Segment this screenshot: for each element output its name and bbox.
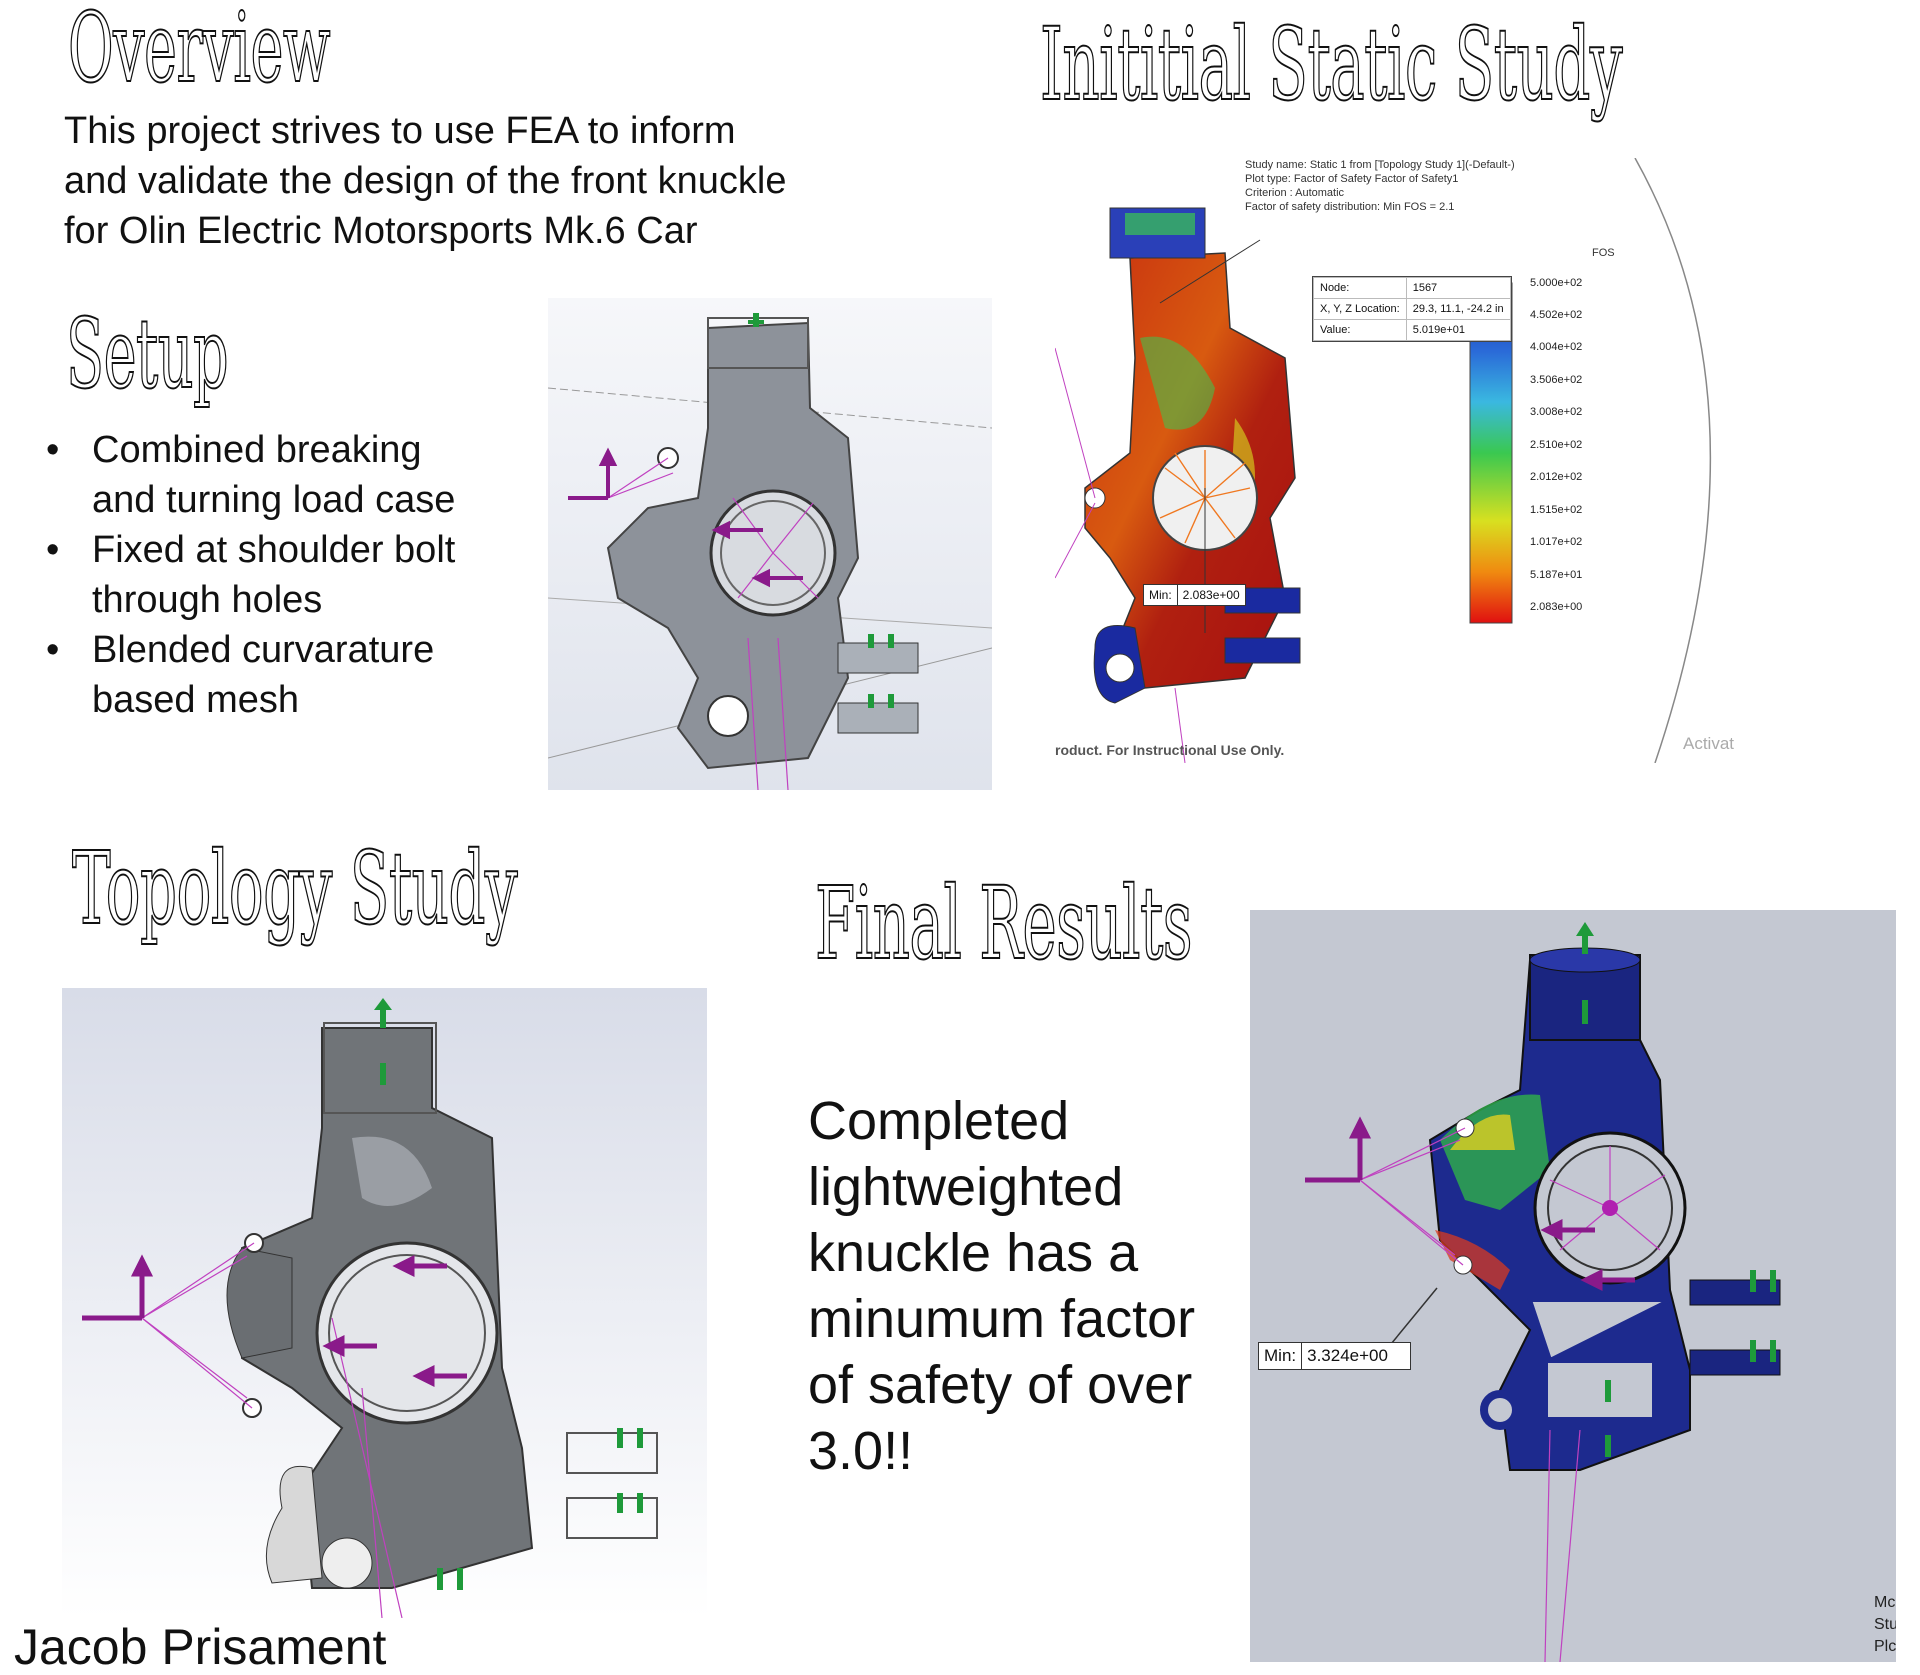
overview-line: This project strives to use FEA to infor… (64, 110, 736, 152)
final-fos-image: Min: 3.324e+00 Mc Stu Plc (1250, 910, 1896, 1662)
final-line: minumum factor (808, 1289, 1196, 1349)
study-info: Study name: Static 1 from [Topology Stud… (1245, 158, 1515, 214)
edge-text-line: Stu (1874, 1616, 1896, 1633)
edge-text-line: Mc (1874, 1594, 1896, 1611)
overview-line: for Olin Electric Motorsports Mk.6 Car (64, 210, 698, 252)
author-name: Jacob Prisament (14, 1619, 387, 1675)
instructional-footer: roduct. For Instructional Use Only. (1055, 742, 1285, 758)
study-info-line: Factor of safety distribution: Min FOS =… (1245, 201, 1455, 213)
legend-tick: 1.515e+02 (1530, 504, 1583, 516)
final-line: of safety of over (808, 1355, 1193, 1415)
min-label: Min: (1144, 585, 1178, 605)
edge-text: Mc Stu Plc (1874, 1592, 1896, 1658)
probe-node-label: Node: (1313, 277, 1407, 299)
legend-tick: 5.187e+01 (1530, 569, 1583, 581)
legend-title: FOS (1592, 247, 1615, 259)
final-line: lightweighted (808, 1157, 1124, 1217)
overview-line: and validate the design of the front knu… (64, 160, 787, 202)
fos-knuckle-drawing (1055, 158, 1712, 763)
final-min-label: Min: (1259, 1343, 1303, 1369)
setup-bullet: Combined breaking and turning load case (46, 425, 548, 525)
legend-tick: 4.004e+02 (1530, 341, 1583, 353)
study-info-line: Criterion : Automatic (1245, 187, 1345, 199)
setup-mesh-image (548, 298, 992, 790)
setup-bullet: Fixed at shoulder bolt through holes (46, 525, 548, 625)
legend-tick: 4.502e+02 (1530, 309, 1583, 321)
study-info-line: Plot type: Factor of Safety Factor of Sa… (1245, 173, 1459, 185)
min-value: 2.083e+00 (1182, 588, 1240, 602)
legend-tick: 2.083e+00 (1530, 601, 1583, 613)
final-results-heading: Final Results (814, 864, 1193, 983)
setup-bullets: Combined breaking and turning load case … (46, 425, 548, 725)
legend-tick: 5.000e+02 (1530, 277, 1583, 289)
probe-location-label: X, Y, Z Location: (1313, 298, 1407, 320)
probe-value-label: Value: (1313, 319, 1407, 341)
study-info-line: Study name: Static 1 from [Topology Stud… (1245, 159, 1515, 171)
legend-tick: 2.510e+02 (1530, 439, 1583, 451)
setup-heading: Setup (65, 297, 229, 411)
setup-bullet: Blended curvarature based mesh (46, 625, 548, 725)
activate-watermark: Activat (1683, 734, 1735, 753)
final-min-value: 3.324e+00 (1307, 1346, 1388, 1365)
probe-value-value: 5.019e+01 (1405, 319, 1511, 341)
static-study-heading: Inititial Static Study (1039, 5, 1623, 124)
edge-text-line: Plc (1874, 1638, 1896, 1655)
final-min-callout: Min: 3.324e+00 (1258, 1342, 1411, 1370)
final-line: knuckle has a (808, 1223, 1139, 1283)
legend-tick: 1.017e+02 (1530, 536, 1583, 548)
overview-heading: Overview (67, 0, 331, 105)
knuckle-setup-drawing (548, 313, 992, 790)
probe-table: Node:1567 X, Y, Z Location:29.3, 11.1, -… (1312, 276, 1512, 342)
legend-tick: 3.008e+02 (1530, 406, 1583, 418)
legend-tick: 3.506e+02 (1530, 374, 1583, 386)
min-fos-callout: Min: 2.083e+00 (1143, 584, 1246, 606)
probe-location-value: 29.3, 11.1, -24.2 in (1405, 298, 1511, 320)
legend-tick: 2.012e+02 (1530, 471, 1583, 483)
final-line: 3.0!! (808, 1421, 914, 1481)
knuckle-final-drawing (1305, 922, 1781, 1662)
knuckle-topology-drawing (82, 998, 658, 1618)
final-results-text: Completed lightweighted knuckle has a mi… (808, 1088, 1195, 1484)
probe-node-value: 1567 (1405, 277, 1511, 299)
overview-text: This project strives to use FEA to infor… (64, 106, 964, 256)
final-line: Completed (808, 1091, 1070, 1151)
topology-heading: Topology Study (71, 829, 518, 948)
topology-image (62, 988, 707, 1618)
static-study-plot: Study name: Static 1 from [Topology Stud… (1055, 158, 1747, 763)
